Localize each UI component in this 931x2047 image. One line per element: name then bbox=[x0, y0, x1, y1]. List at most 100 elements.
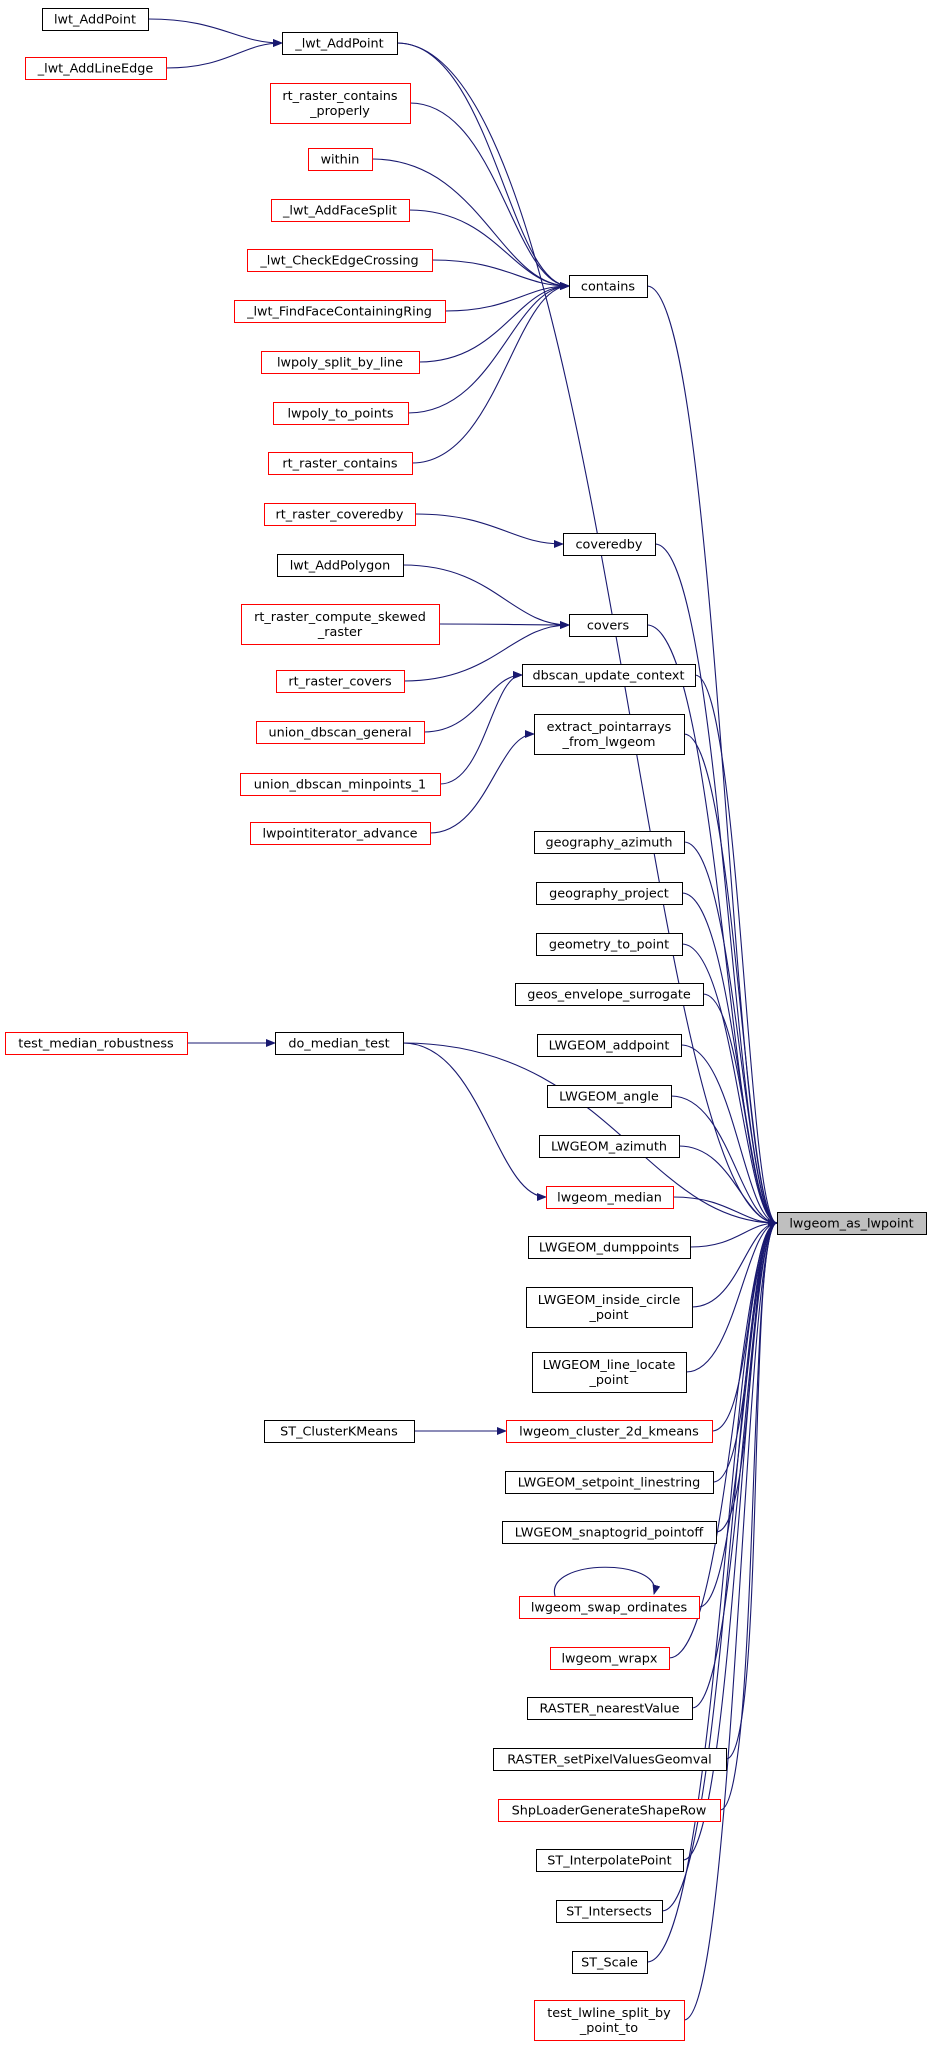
node-label: union_dbscan_general bbox=[268, 726, 411, 741]
node-label: ST_Intersects bbox=[566, 1905, 652, 1920]
node-box bbox=[532, 1352, 687, 1393]
edge-lwt-addpolygon-to-covers bbox=[402, 564, 570, 629]
node-lwgeom-angle[interactable]: LWGEOM_angle bbox=[547, 1085, 672, 1108]
node-label: RASTER_nearestValue bbox=[540, 1702, 680, 1717]
node-covers[interactable]: covers bbox=[569, 614, 648, 637]
node-label-line: rt_raster_contains bbox=[282, 89, 397, 104]
node-box bbox=[264, 503, 416, 526]
node-label: lwgeom_cluster_2d_kmeans bbox=[519, 1425, 699, 1440]
node-lwgeom-addpoint[interactable]: LWGEOM_addpoint bbox=[537, 1034, 682, 1057]
node-rt-raster-coveredby[interactable]: rt_raster_coveredby bbox=[264, 503, 416, 526]
node-lwgeom-wrapx[interactable]: lwgeom_wrapx bbox=[550, 1647, 670, 1670]
node-lwgeom-snaptogrid-pointoff[interactable]: LWGEOM_snaptogrid_pointoff bbox=[502, 1521, 717, 1544]
node-label: lwgeom_median bbox=[557, 1191, 662, 1206]
node-label: test_median_robustness bbox=[18, 1037, 174, 1052]
node-label: _lwt_FindFaceContainingRing bbox=[246, 305, 432, 320]
node-geography-project[interactable]: geography_project bbox=[536, 882, 683, 905]
node-coveredby[interactable]: coveredby bbox=[563, 533, 656, 556]
node-label: _lwt_CheckEdgeCrossing bbox=[259, 254, 418, 269]
edge-rt-raster-contains-properly-to-contains bbox=[409, 102, 570, 290]
node-lwt-addpolygon[interactable]: lwt_AddPolygon bbox=[277, 554, 404, 577]
node-box bbox=[536, 933, 683, 956]
node-box bbox=[550, 1647, 670, 1670]
node-lwgeom-azimuth[interactable]: LWGEOM_azimuth bbox=[539, 1135, 680, 1158]
node-label: rt_raster_covers bbox=[288, 675, 392, 690]
node-rt-raster-contains[interactable]: rt_raster_contains bbox=[268, 452, 413, 475]
node-label: rt_raster_compute_skewed_raster bbox=[254, 610, 426, 640]
node-box bbox=[569, 614, 648, 637]
node-box bbox=[563, 533, 656, 556]
node-label: ST_ClusterKMeans bbox=[280, 1425, 398, 1440]
node-contains[interactable]: contains bbox=[569, 275, 648, 298]
node-lwpointiterator-advance[interactable]: lwpointiterator_advance bbox=[250, 822, 431, 845]
node-lwpoly-split-by-line[interactable]: lwpoly_split_by_line bbox=[261, 351, 420, 374]
node-lwgeom-swap-ordinates[interactable]: lwgeom_swap_ordinates bbox=[519, 1596, 700, 1619]
edge-lwpointiterator-advance-to-extract-pointarrays-from-lwgeom bbox=[429, 730, 535, 834]
node-st-clusterkmeans[interactable]: ST_ClusterKMeans bbox=[264, 1420, 415, 1443]
node-lwgeom-cluster-2d-kmeans[interactable]: lwgeom_cluster_2d_kmeans bbox=[506, 1420, 713, 1443]
node-box bbox=[536, 1849, 684, 1872]
node-label: dbscan_update_context bbox=[532, 669, 684, 684]
node-geometry-to-point[interactable]: geometry_to_point bbox=[536, 933, 683, 956]
node-label-line: test_lwline_split_by bbox=[547, 2006, 671, 2021]
node-lwt-addfacesplit[interactable]: _lwt_AddFaceSplit bbox=[271, 199, 410, 222]
node-union-dbscan-minpoints-1[interactable]: union_dbscan_minpoints_1 bbox=[240, 773, 441, 796]
edge-lwt-findfacecontainingring-to-contains bbox=[444, 282, 570, 312]
node-dbscan-update-context[interactable]: dbscan_update_context bbox=[522, 664, 696, 687]
node-box bbox=[537, 1034, 682, 1057]
edge-rt-raster-contains-to-contains bbox=[411, 282, 570, 464]
node-do-median-test[interactable]: do_median_test bbox=[275, 1032, 404, 1055]
node-rt-raster-contains-properly[interactable]: rt_raster_contains_properly bbox=[270, 83, 411, 124]
node-label-line: _point bbox=[588, 1373, 628, 1388]
node-lwt-addlineedge[interactable]: _lwt_AddLineEdge bbox=[25, 57, 167, 80]
edge-lwt-addpoint-to-contains bbox=[396, 42, 570, 290]
node-geos-envelope-surrogate[interactable]: geos_envelope_surrogate bbox=[515, 983, 704, 1006]
node-lwgeom-median[interactable]: lwgeom_median bbox=[546, 1186, 674, 1209]
node-lwt-checkedgecrossing[interactable]: _lwt_CheckEdgeCrossing bbox=[247, 249, 433, 272]
node-raster-setpixelvaluesgeomval[interactable]: RASTER_setPixelValuesGeomval bbox=[493, 1748, 727, 1771]
edge-test-lwline-split-by-point-to-to-lwgeom-as-lwpoint bbox=[683, 1219, 778, 2021]
node-lwgeom-setpoint-linestring[interactable]: LWGEOM_setpoint_linestring bbox=[505, 1471, 714, 1494]
node-lwt-addpoint[interactable]: _lwt_AddPoint bbox=[282, 32, 398, 55]
node-lwgeom-dumppoints[interactable]: LWGEOM_dumppoints bbox=[528, 1236, 691, 1259]
node-box bbox=[536, 882, 683, 905]
node-lwgeom-line-locate-point[interactable]: LWGEOM_line_locate_point bbox=[532, 1352, 687, 1393]
node-shploadergenerateshaperow[interactable]: ShpLoaderGenerateShapeRow bbox=[498, 1799, 721, 1822]
node-label-line: _raster bbox=[317, 625, 363, 640]
node-label: LWGEOM_angle bbox=[559, 1090, 659, 1105]
node-test-median-robustness[interactable]: test_median_robustness bbox=[5, 1032, 188, 1055]
node-rt-raster-compute-skewed-raster[interactable]: rt_raster_compute_skewed_raster bbox=[241, 604, 440, 645]
node-box bbox=[25, 57, 167, 80]
node-geography-azimuth[interactable]: geography_azimuth bbox=[534, 831, 685, 854]
node-rt-raster-covers[interactable]: rt_raster_covers bbox=[276, 670, 405, 693]
node-box bbox=[275, 1032, 404, 1055]
node-st-scale[interactable]: ST_Scale bbox=[572, 1951, 648, 1974]
edge-union-dbscan-minpoints-1-to-dbscan-update-context bbox=[439, 671, 523, 785]
target-node-lwgeom-as-lwpoint[interactable]: lwgeom_as_lwpoint bbox=[777, 1212, 927, 1235]
node-extract-pointarrays-from-lwgeom[interactable]: extract_pointarrays_from_lwgeom bbox=[534, 714, 685, 755]
node-within[interactable]: within bbox=[308, 148, 373, 171]
node-label: lwgeom_wrapx bbox=[562, 1652, 658, 1667]
node-union-dbscan-general[interactable]: union_dbscan_general bbox=[256, 721, 425, 744]
node-box bbox=[519, 1596, 700, 1619]
node-label-line: _properly bbox=[309, 104, 370, 119]
node-st-intersects[interactable]: ST_Intersects bbox=[556, 1900, 663, 1923]
node-lwt-findfacecontainingring[interactable]: _lwt_FindFaceContainingRing bbox=[234, 300, 446, 323]
node-lwgeom-inside-circle-point[interactable]: LWGEOM_inside_circle_point bbox=[526, 1287, 693, 1328]
edge-lwpoly-split-by-line-to-contains bbox=[418, 282, 570, 363]
node-label: lwgeom_as_lwpoint bbox=[789, 1217, 913, 1232]
node-label: geography_project bbox=[549, 887, 669, 902]
node-lwt-addpoint[interactable]: lwt_AddPoint bbox=[42, 8, 149, 31]
node-box bbox=[271, 199, 410, 222]
node-box bbox=[270, 83, 411, 124]
node-box bbox=[240, 773, 441, 796]
node-test-lwline-split-by-point-to[interactable]: test_lwline_split_by_point_to bbox=[534, 2000, 685, 2041]
node-label: LWGEOM_dumppoints bbox=[539, 1241, 680, 1256]
node-st-interpolatepoint[interactable]: ST_InterpolatePoint bbox=[536, 1849, 684, 1872]
node-label: _lwt_AddFaceSplit bbox=[282, 204, 397, 219]
node-label: rt_raster_contains bbox=[282, 457, 397, 472]
node-raster-nearestvalue[interactable]: RASTER_nearestValue bbox=[527, 1697, 693, 1720]
node-box bbox=[273, 402, 409, 425]
node-lwpoly-to-points[interactable]: lwpoly_to_points bbox=[273, 402, 409, 425]
edge-dbscan-update-context-to-lwgeom-as-lwpoint bbox=[694, 674, 778, 1227]
